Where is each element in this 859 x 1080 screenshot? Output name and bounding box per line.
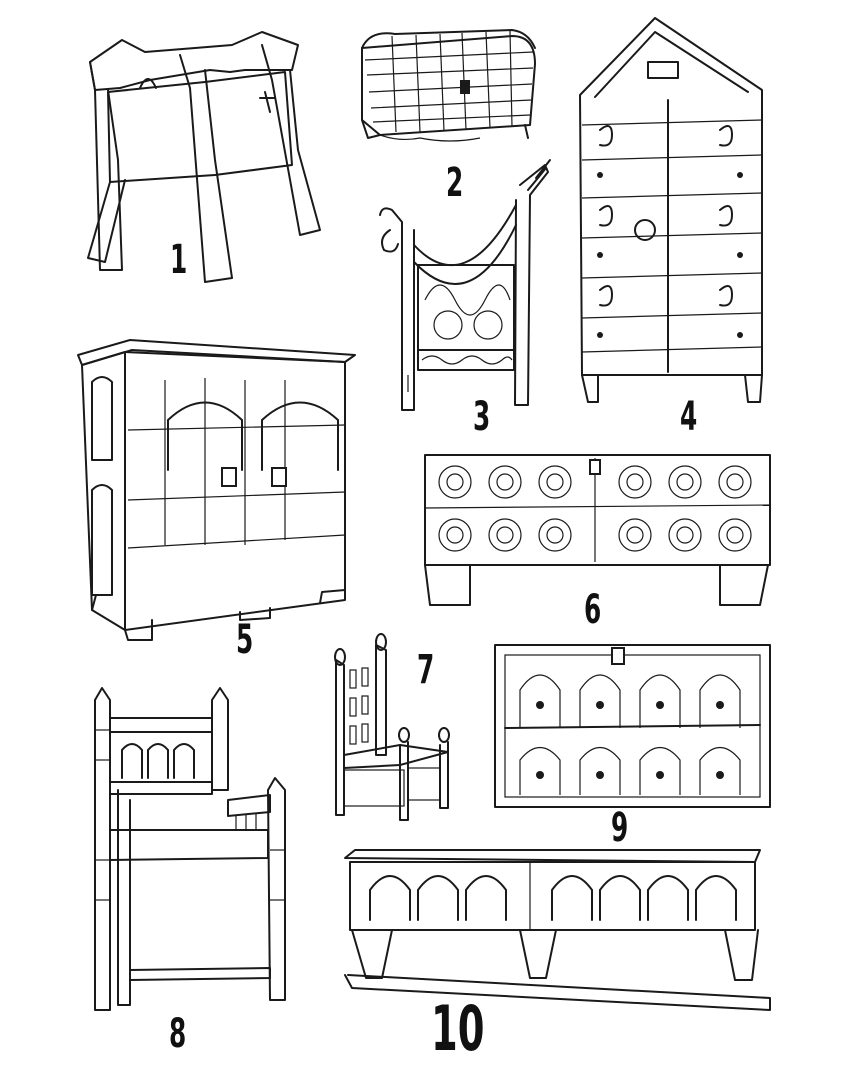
drawing-7-high-back-chair <box>334 633 450 821</box>
drawing-8-turned-armchair <box>94 687 286 1011</box>
drawing-9-arcade-chest <box>494 644 771 808</box>
drawing-3-carved-chair <box>379 159 551 411</box>
label-6: 6 <box>584 587 602 633</box>
label-1: 1 <box>170 237 188 283</box>
label-4: 4 <box>680 394 698 440</box>
drawing-2-domed-chest <box>361 29 536 142</box>
label-10: 10 <box>431 992 485 1065</box>
drawing-6-spiral-chest <box>424 454 771 606</box>
label-3: 3 <box>473 394 491 440</box>
label-5: 5 <box>236 617 254 663</box>
label-9: 9 <box>611 805 629 851</box>
drawing-10-arcade-bench <box>344 849 771 1011</box>
label-2: 2 <box>446 160 464 206</box>
drawing-1-stool-chest <box>87 31 321 283</box>
label-8: 8 <box>169 1011 187 1057</box>
label-7: 7 <box>417 647 435 693</box>
drawing-5-arched-cupboard <box>77 339 356 641</box>
drawing-4-tall-cupboard <box>579 17 763 403</box>
